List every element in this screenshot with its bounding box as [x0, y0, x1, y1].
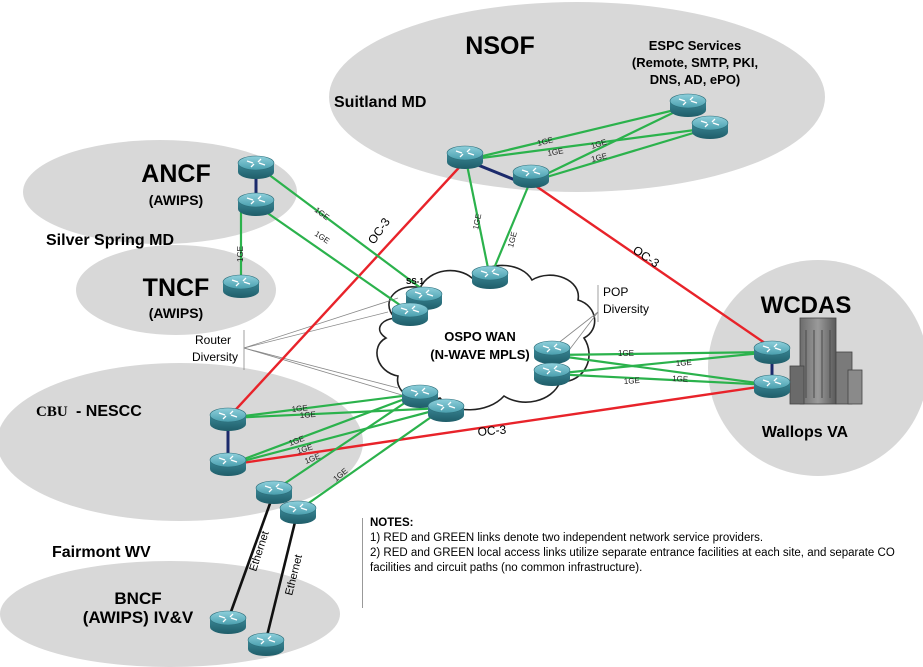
notes-title: NOTES:	[370, 517, 414, 529]
bncf-router-2	[247, 632, 285, 657]
pop-diversity-line-2: Diversity	[603, 302, 649, 316]
espc-router-1	[669, 93, 707, 118]
nsof-bubble	[329, 2, 825, 192]
ge-label-nsof-wan-1: 1GE	[471, 213, 483, 231]
ge-label-nsof-wan-2: 1GE	[506, 231, 519, 249]
wan-router-top	[471, 265, 509, 290]
ge-label-nsof-1: 1GE	[536, 135, 554, 148]
tncf-router	[222, 274, 260, 299]
ancf-title: ANCF	[141, 160, 210, 188]
wan-title: OSPO WAN	[444, 329, 516, 344]
router-diversity-line-1: Router	[195, 333, 231, 347]
tncf-subtitle: (AWIPS)	[149, 305, 203, 321]
notes-box: NOTES: 1) RED and GREEN links denote two…	[370, 516, 920, 576]
espc-router-2	[691, 115, 729, 140]
ge-label-wcdas-3: 1GE	[624, 376, 641, 386]
notes-rule	[362, 518, 363, 608]
wcdas-title: WCDAS	[761, 292, 852, 319]
bncf-title: BNCF	[114, 589, 161, 608]
oc3-label-nsof-wcdas: OC-3	[630, 243, 662, 271]
cbu-router-2	[209, 452, 247, 477]
ancf-router-1	[237, 155, 275, 180]
bncf-subtitle: (AWIPS) IV&V	[83, 608, 194, 627]
espc-services-line-1: ESPC Services	[649, 38, 742, 53]
cbu-prefix: CBU	[36, 404, 68, 420]
bncf-router-1	[209, 610, 247, 635]
ethernet-links	[226, 497, 298, 641]
nsof-title: NSOF	[465, 32, 534, 60]
cbu-router-1	[209, 407, 247, 432]
tncf-bubble	[76, 245, 276, 335]
ancf-router-2	[237, 192, 275, 217]
oc3-label-cbu-wcdas: OC-3	[477, 423, 507, 439]
ge-label-ancf-2: 1GE	[313, 229, 331, 245]
wan-router-cbu-b	[427, 398, 465, 423]
silver-spring-location: Silver Spring MD	[46, 232, 174, 249]
notes-item-1: 1) RED and GREEN links denote two indepe…	[370, 532, 764, 544]
wcdas-router-1	[753, 340, 791, 365]
wcdas-building-icon	[789, 317, 863, 405]
ancf-bubble	[23, 140, 297, 244]
notes-item-2: 2) RED and GREEN local access links util…	[370, 547, 895, 574]
ge-label-tncf: 1GE	[236, 246, 245, 262]
cbu-bubble	[0, 363, 363, 521]
nsof-router-1	[446, 145, 484, 170]
ge-label-wcdas-4: 1GE	[672, 374, 689, 384]
nsof-router-2	[512, 164, 550, 189]
ge-label-cbu-1: 1GE	[291, 403, 308, 414]
espc-services-line-2: (Remote, SMTP, PKI,	[632, 55, 758, 70]
ge-label-nsof-2: 1GE	[547, 146, 564, 158]
wan-subtitle: (N-WAVE MPLS)	[430, 347, 529, 362]
ethernet-label-1: Ethernet	[247, 530, 271, 573]
ge-links	[227, 106, 773, 513]
nsof-location: Suitland MD	[334, 94, 426, 111]
wcdas-location: Wallops VA	[762, 424, 849, 441]
pop-diversity-line-1: POP	[603, 285, 628, 299]
wan-router-ss1-b	[391, 302, 429, 327]
router-diversity-pointers	[243, 297, 413, 399]
ge-label-wcdas-1: 1GE	[618, 349, 634, 358]
wan-router-pop-b	[533, 362, 571, 387]
ancf-subtitle: (AWIPS)	[149, 192, 203, 208]
oc3-links	[227, 159, 773, 467]
wan-router-pop-a	[533, 340, 571, 365]
fairmont-location: Fairmont WV	[52, 544, 151, 561]
tncf-title: TNCF	[143, 274, 210, 302]
fairmont-router-2	[279, 500, 317, 525]
cbu-title: - NESCC	[76, 403, 142, 420]
ge-label-wcdas-2: 1GE	[676, 358, 693, 368]
espc-services-line-3: DNS, AD, ePO)	[650, 72, 741, 87]
ss1-label: SS-1	[406, 277, 424, 286]
fairmont-router-1	[255, 480, 293, 505]
wcdas-router-2	[753, 374, 791, 399]
ge-label-cbu-2: 1GE	[300, 410, 317, 420]
router-diversity-line-2: Diversity	[192, 350, 238, 364]
ge-label-nsof-4: 1GE	[590, 151, 608, 164]
